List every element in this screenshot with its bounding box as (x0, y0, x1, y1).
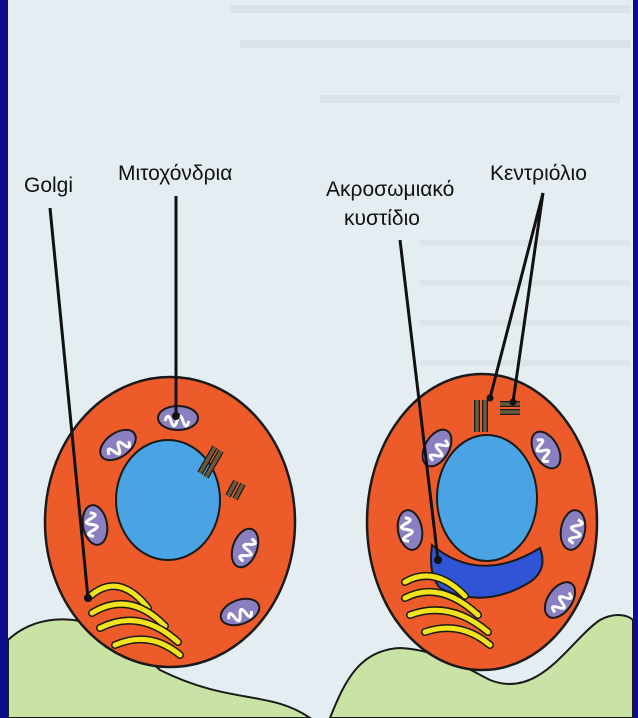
label-golgi: Golgi (24, 174, 73, 197)
label-acrosomal-line1: Ακροσωμιακό (326, 178, 454, 201)
cell-right (367, 374, 597, 670)
label-mitochondria: Μιτοχόνδρια (118, 162, 232, 185)
cell-left-nucleus (116, 440, 220, 560)
cell-left (45, 377, 295, 667)
label-acrosomal-line2: κυστίδιο (344, 207, 420, 230)
cell-right-nucleus (437, 435, 537, 561)
label-centriole: Κεντριόλιο (490, 162, 587, 185)
